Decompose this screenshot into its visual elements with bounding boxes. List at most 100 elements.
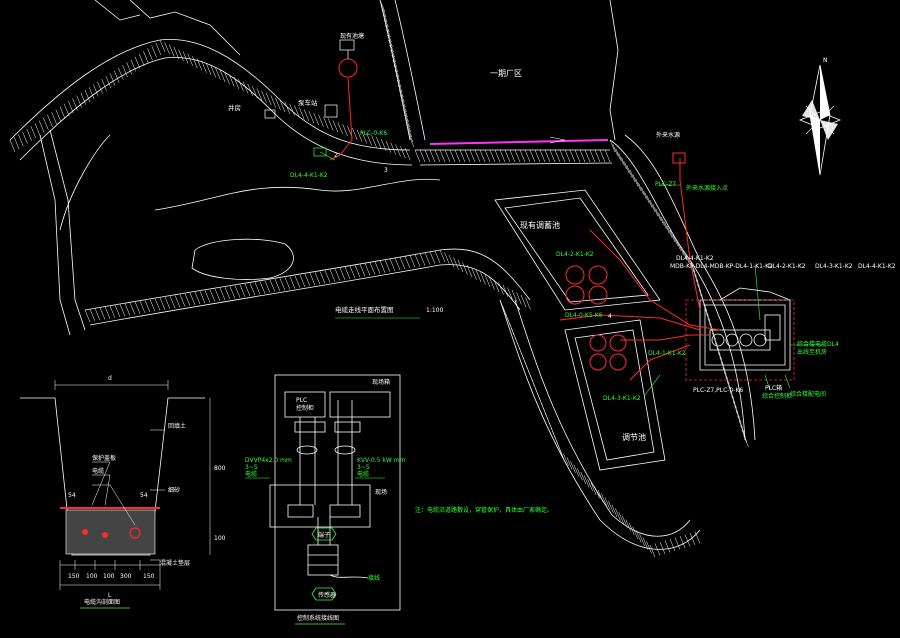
hatch-stroke [395, 144, 401, 157]
hatch-stroke [454, 149, 461, 163]
hatch-stroke [265, 92, 272, 106]
hatch-stroke [499, 149, 506, 163]
hatch-stroke [449, 149, 456, 163]
hatch-stroke [622, 515, 628, 528]
trench-sc-left: 54 [68, 492, 76, 499]
hatch-stroke [738, 420, 745, 433]
hatch-stroke [516, 292, 522, 305]
hatch-stroke [275, 97, 281, 110]
wiring-plc-sub: 控制柜 [296, 404, 314, 412]
label-dl-4: DL4-4-K1-K2 [676, 255, 714, 262]
hatch-stroke [554, 149, 561, 163]
label-compass-n: N [823, 57, 828, 64]
hatch-stroke [590, 482, 597, 495]
hatch-stroke [498, 282, 504, 295]
hatch-stroke [689, 532, 696, 546]
hatch-stroke [47, 114, 53, 128]
tank-cluster-lower [589, 334, 627, 371]
hatch-stroke [639, 533, 645, 547]
hatch-stroke [729, 391, 736, 404]
hatch-stroke [621, 157, 627, 170]
hatch-stroke [718, 352, 724, 365]
hatch-stroke [493, 279, 500, 293]
hatch-stroke [129, 302, 136, 315]
road-hatching [9, 0, 749, 558]
hatch-stroke [406, 124, 413, 138]
hatch-stroke [149, 299, 156, 312]
label-row-a: MDB-KP-DL4-MDB-KP-DL4-1-K1-K2 [670, 263, 773, 270]
hatch-stroke [697, 284, 703, 297]
hatch-stroke [629, 169, 636, 183]
hatch-stroke [394, 257, 401, 271]
hatch-stroke [30, 126, 37, 139]
label-plan-scale: 1:100 [426, 307, 443, 314]
hatch-stroke [723, 371, 730, 384]
hatch-stroke [173, 46, 180, 60]
hatch-stroke [388, 39, 394, 53]
hatch-stroke [604, 497, 611, 510]
hatch-stroke [144, 300, 151, 313]
hatch-stroke [661, 217, 667, 230]
hatch-stroke [109, 305, 116, 319]
hatch-stroke [289, 276, 296, 289]
label-phase1-plant: 一期厂区 [490, 69, 522, 78]
hatch-stroke [694, 531, 701, 544]
hatch-stroke [196, 58, 203, 71]
hatch-stroke [22, 131, 28, 144]
hatch-stroke [457, 259, 464, 273]
hatch-stroke [323, 116, 329, 129]
hatch-stroke [692, 269, 699, 282]
hatch-stroke [381, 9, 388, 23]
small-building-left [264, 104, 338, 119]
hatch-stroke [214, 288, 221, 301]
trench-dim-top: d [108, 375, 112, 382]
hatch-stroke [559, 449, 566, 463]
hatch-stroke [712, 332, 718, 346]
hatch-stroke [649, 544, 656, 558]
hatch-stroke [314, 272, 321, 285]
label-pump-station: 泵车站 [298, 98, 318, 107]
hatch-stroke [649, 199, 656, 213]
hatch-stroke [99, 307, 106, 320]
hatch-stroke [599, 149, 606, 163]
hatch-stroke [741, 430, 748, 443]
hatch-stroke [728, 386, 734, 399]
hatch-stroke [604, 149, 611, 163]
hatch-stroke [384, 259, 391, 272]
hatch-stroke [475, 269, 482, 283]
hatch-stroke [715, 342, 721, 355]
hatch-stroke [684, 251, 690, 264]
trench-sc-right: 54 [140, 492, 148, 499]
trench-lbl-cover: 保护盖板 [92, 454, 116, 462]
hatch-stroke [84, 309, 91, 323]
hatch-stroke [334, 268, 341, 281]
hatch-stroke [625, 519, 631, 532]
hatch-stroke [97, 81, 103, 94]
label-dl-1: DL4-1-K1-K2 [648, 350, 686, 357]
hatch-stroke [109, 73, 116, 86]
hatch-stroke [194, 291, 201, 305]
hatch-stroke [386, 29, 392, 43]
hatch-stroke [577, 468, 583, 481]
hatch-stroke [124, 303, 131, 316]
label-plc-z7: PLC-Z7 [655, 181, 676, 188]
hatch-stroke [13, 137, 20, 150]
hatch-stroke [429, 149, 436, 163]
hatch-stroke [369, 262, 376, 275]
hatch-stroke [182, 51, 189, 64]
hatch-stroke [464, 149, 471, 163]
cable-routes [329, 77, 721, 381]
hatch-stroke [424, 149, 431, 163]
hatch-stroke [374, 261, 381, 274]
hatch-stroke [169, 44, 175, 57]
hatch-stroke [706, 313, 712, 326]
hatch-stroke [511, 289, 518, 303]
tank-cluster-upper [565, 265, 608, 305]
hatch-stroke [364, 263, 371, 276]
well-room-symbol [338, 39, 358, 78]
hatch-stroke [459, 149, 466, 163]
hatch-stroke [559, 149, 566, 163]
hatch-stroke [189, 292, 196, 306]
hatch-stroke [698, 289, 705, 302]
